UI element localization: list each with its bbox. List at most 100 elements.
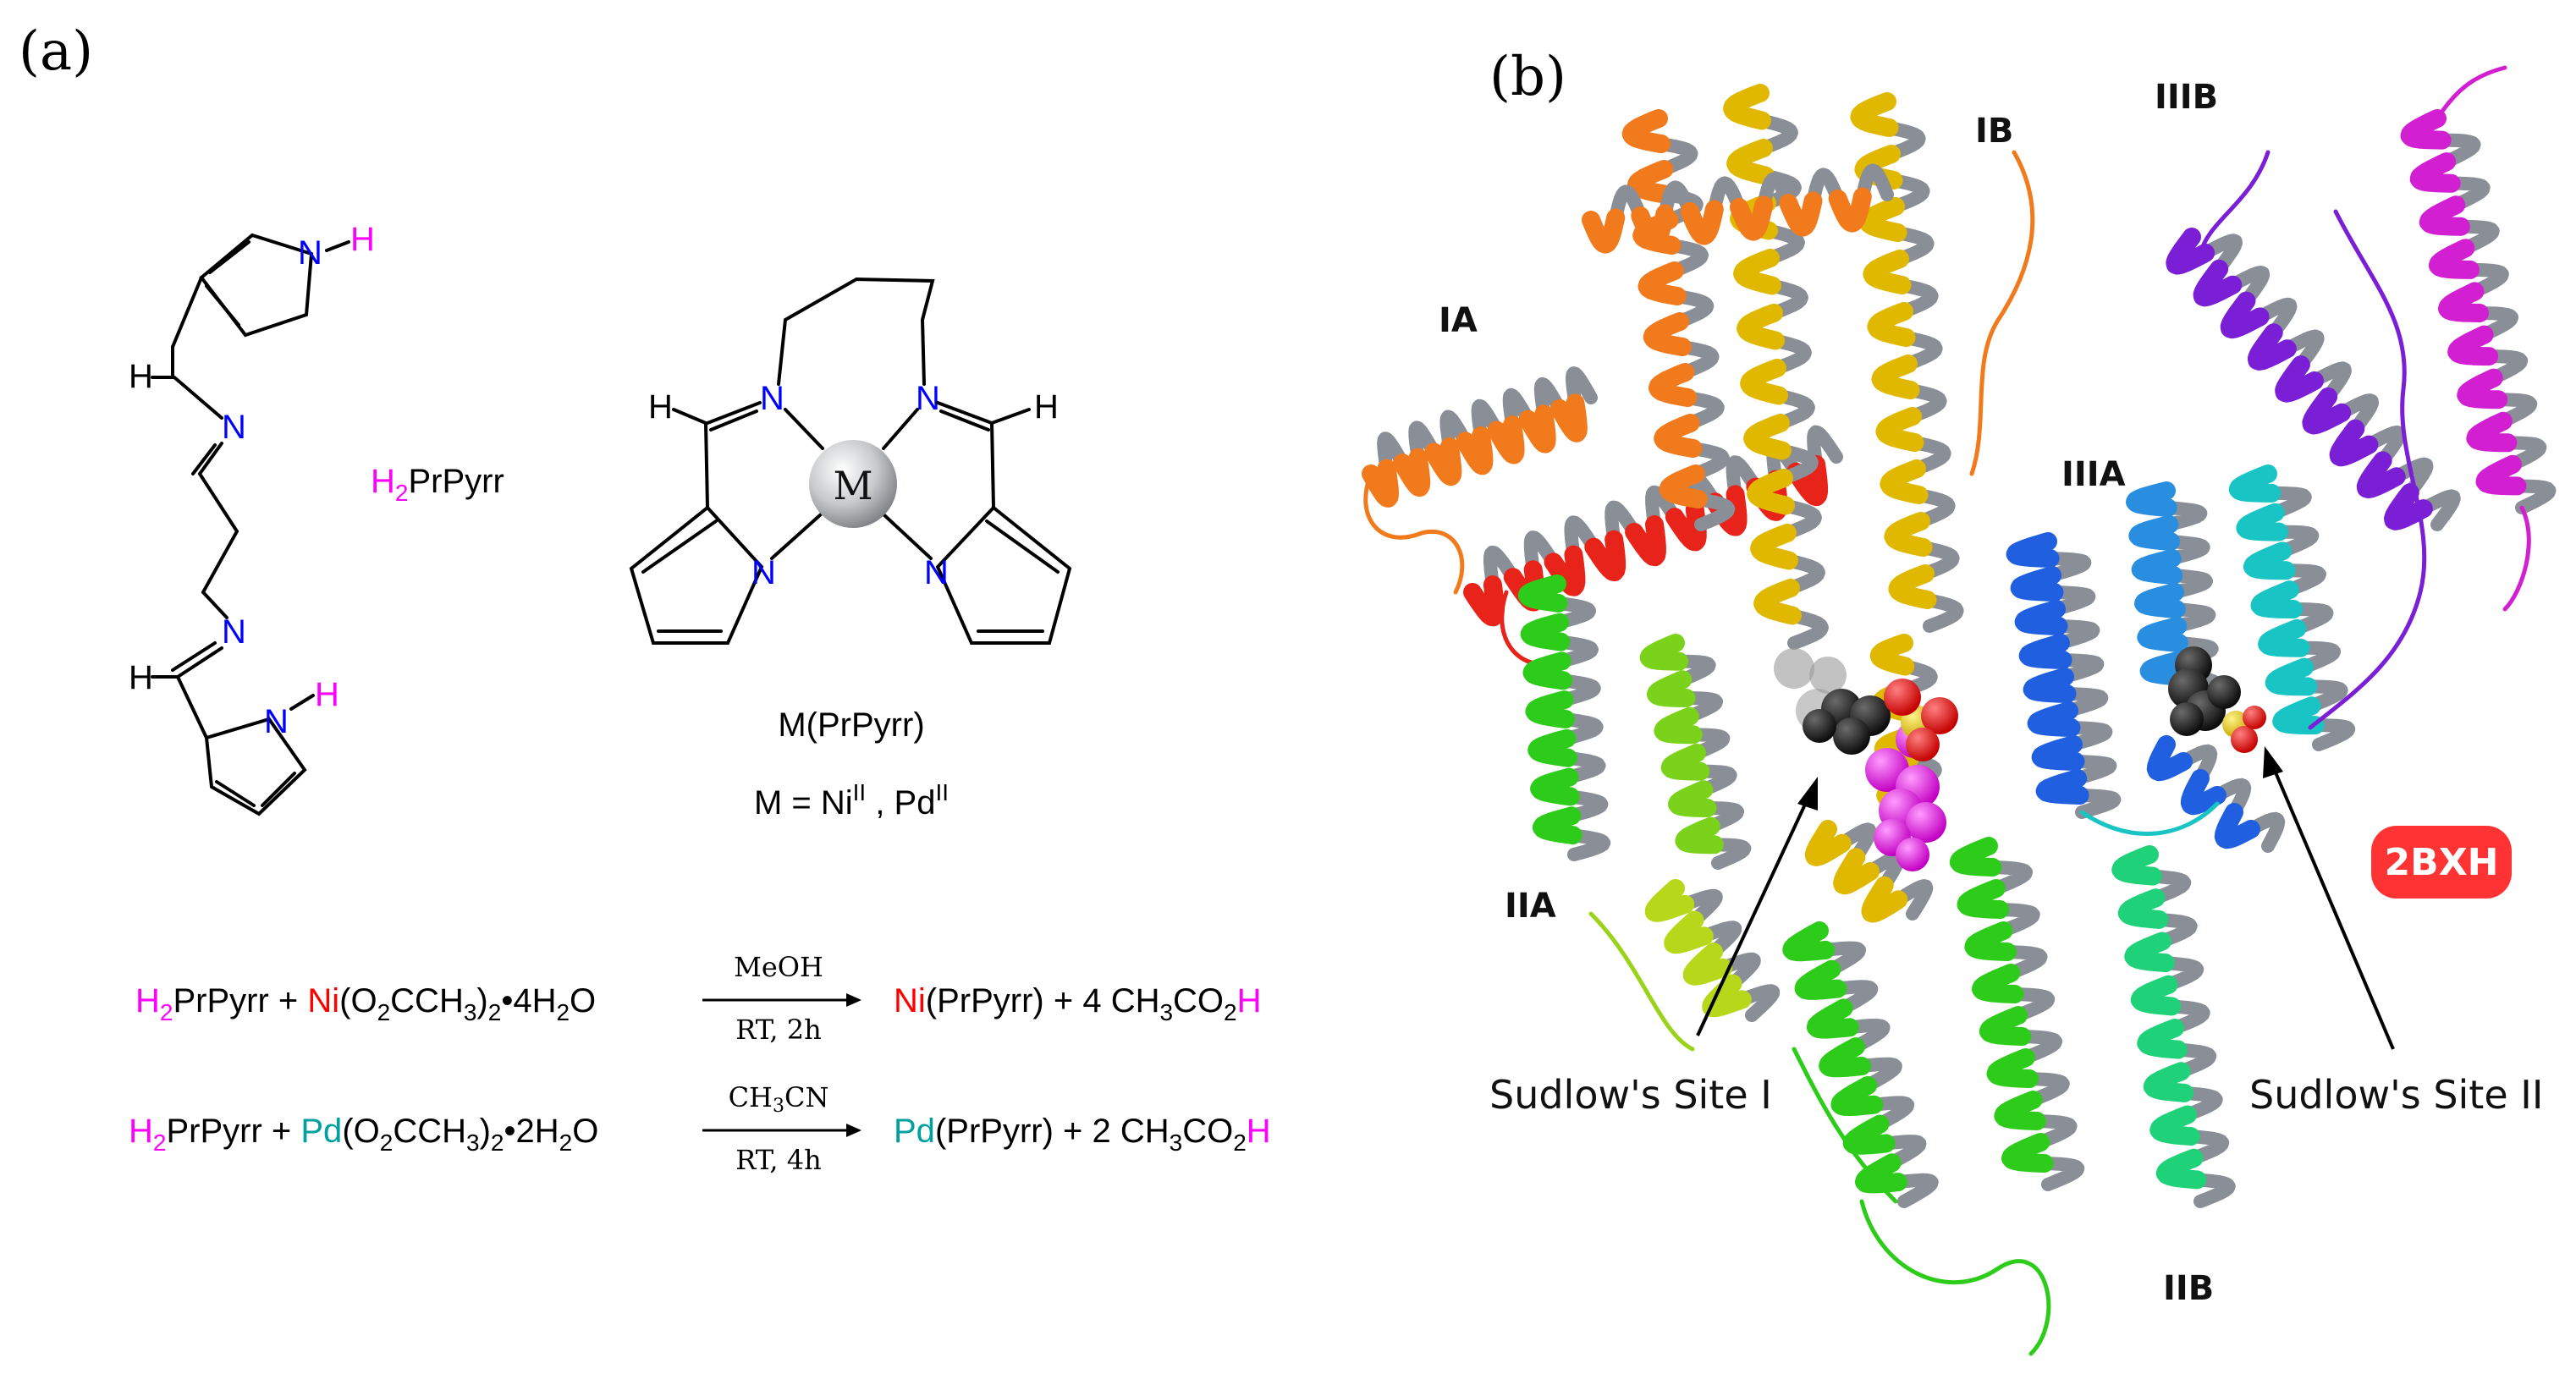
helix-IB-2-front	[1723, 84, 1771, 130]
helix-IIA-2-front	[1639, 634, 1689, 671]
reaction-2-products: Pd(PrPyrr) + 2 CH3CO2H	[894, 1113, 1271, 1156]
complex-left-H: H	[648, 388, 673, 426]
chain-bond-2	[201, 530, 239, 594]
helix-IIIA-3-front	[2243, 541, 2296, 580]
helix-IIIA-1-front	[2006, 532, 2060, 568]
helix-IIIA-1-front	[2010, 566, 2064, 602]
complex-left-CH-to-ring	[704, 421, 709, 509]
site-1-ghost-atom	[1774, 648, 1814, 689]
helix-IIB-2-front	[1949, 837, 2002, 877]
domain-label-IIA: IIA	[1505, 887, 1556, 926]
site-1-oxygen-atom	[1884, 679, 1921, 716]
bottom-pyrrole-double-bond-2	[261, 772, 296, 807]
loop-IB-1	[1969, 150, 2035, 476]
loop-IIIB-2	[2435, 65, 2507, 121]
site-1-oxygen-atom	[1921, 697, 1958, 734]
complex-pyrrole-N-left: N	[751, 554, 776, 591]
helix-IIA-1-front	[1530, 767, 1580, 806]
helix-IIIA-3-front	[2258, 618, 2310, 657]
top-C-N-bond	[173, 376, 223, 420]
helix-IIA-1-front	[1522, 651, 1573, 690]
helix-IB-4-front	[1730, 195, 1774, 241]
chain-bond-3	[201, 591, 228, 619]
metal-center-sphere	[809, 440, 897, 528]
helix-IIIB-1-front	[2275, 355, 2324, 403]
loop-IIIB-1	[2198, 150, 2271, 256]
helix-IIIA-2-front	[2139, 651, 2192, 686]
helix-IIB-1-front	[1806, 998, 1859, 1039]
helix-IIB-3-front	[2117, 888, 2169, 929]
loop-IIB-1	[1859, 1199, 2051, 1356]
site-arrows	[1696, 746, 2395, 1050]
site-1-ghost-atom	[1809, 657, 1847, 694]
helix-IIIA-3-front	[2236, 503, 2288, 541]
helix-IB-3-front	[1884, 512, 1933, 557]
reaction-2-solvent: CH3CN	[729, 1081, 829, 1117]
helix-IIIB-1-front	[2247, 323, 2297, 371]
helix-IIB-2-front	[1994, 1091, 2046, 1130]
helix-IB-1-front	[1649, 363, 1698, 407]
helix-IB-6-front	[1833, 848, 1880, 895]
helix-IB-4-front	[1582, 208, 1626, 254]
complex-left-pyrrole-double-1	[641, 519, 718, 574]
helix-IIIB-2-front	[2457, 368, 2508, 409]
complex-right-H: H	[1034, 388, 1059, 426]
complex-right-pyrrole	[935, 505, 1072, 645]
helix-IIIA-1-front	[2035, 769, 2089, 805]
helix-IIIB-2-front	[2428, 239, 2480, 279]
complex-right-CH-bond	[990, 408, 1031, 425]
helix-IB-1-front	[1643, 312, 1693, 356]
helix-IIIB-1-front	[2302, 387, 2352, 435]
helix-IA-2-front	[1665, 500, 1707, 552]
bottom-pyrrole-double-bond-1	[215, 780, 256, 807]
helix-IA-1-front	[1456, 426, 1494, 475]
helix-IIA-1-front	[1532, 806, 1582, 845]
helix-IIIB-1-front	[2166, 228, 2215, 275]
helix-IIIB-2-front	[2419, 195, 2470, 236]
helix-IIB-1-front	[1819, 1037, 1871, 1078]
helix-IB-3-front	[1858, 197, 1907, 242]
complex-left-C-N-double	[709, 409, 758, 431]
helix-IIA-1-front	[1527, 728, 1577, 767]
complex-pyrrole-N-right: N	[924, 554, 949, 591]
helix-IIA-2-front	[1654, 706, 1703, 745]
helix-IIB-3-front	[2111, 845, 2162, 886]
complex-imine-N-right: N	[916, 380, 940, 417]
helix-IA-2-front	[1625, 515, 1666, 567]
helix-IIB-1-front	[1782, 921, 1836, 962]
helix-IIB-3-front	[2137, 1019, 2188, 1059]
complex-left-C-N-bond	[706, 401, 762, 425]
helix-IB-6-front	[1804, 820, 1852, 866]
complex-structure: N H N H N N	[629, 277, 1072, 645]
top-N-CH2-bond	[198, 442, 223, 475]
top-pyrrole-double-bond-2	[205, 284, 240, 327]
ligand-name: H2PrPyrr	[371, 463, 504, 506]
helix-IIIB-1-front	[2220, 291, 2270, 339]
helix-IA-2-front	[1786, 454, 1828, 507]
bottom-N-C-bond	[176, 646, 223, 679]
helix-IIIB-2-front	[2409, 152, 2461, 193]
helix-IA-1-front	[1487, 415, 1525, 464]
helix-IA-2-front	[1463, 575, 1505, 627]
sudlow-site-1-label: Sudlow's Site I	[1489, 1072, 1772, 1118]
helix-IIB-2-front	[1979, 1006, 2032, 1046]
helix-IIB-2-front	[1957, 879, 2010, 919]
helix-IA-2-front	[1544, 545, 1586, 596]
bottom-CH-to-ring	[176, 675, 208, 739]
reaction-1-products: Ni(PrPyrr) + 4 CH3CO2H	[894, 982, 1262, 1025]
helix-IIB-2-front	[2001, 1133, 2054, 1173]
helix-IIB-2-front	[1986, 1048, 2039, 1088]
bottom-NH-bond	[289, 694, 315, 711]
helix-IB-2-front	[1726, 139, 1775, 185]
helix-IA-1-front	[1549, 393, 1588, 442]
coord-bond-4	[882, 513, 933, 560]
helix-IB-1-front	[1638, 261, 1687, 305]
helix-IB-2-front	[1743, 414, 1792, 460]
helix-IIIA-3-front	[2228, 464, 2282, 503]
helix-IIB-3-front	[2149, 1105, 2200, 1146]
helix-IB-1-front	[1654, 414, 1703, 458]
sudlow-site-2-label: Sudlow's Site II	[2249, 1072, 2543, 1118]
helix-IIIA-3-front	[2265, 657, 2318, 696]
bottom-pyrrole-H: H	[315, 676, 339, 713]
